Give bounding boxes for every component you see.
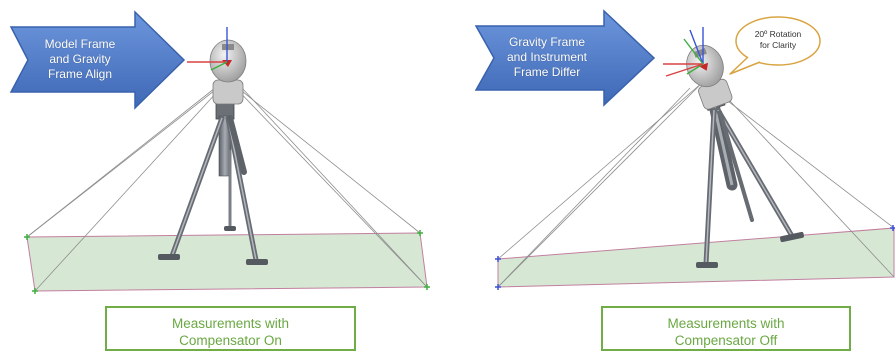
caption-line: Compensator On — [179, 333, 282, 348]
rotation-note-text: 20º Rotation for Clarity — [740, 29, 816, 51]
right-panel — [474, 9, 895, 290]
rotation-note-bubble — [729, 16, 821, 75]
bubble-line: for Clarity — [759, 40, 797, 50]
axis-triad-icon — [663, 27, 704, 77]
arrow-label-line: Frame Align — [47, 67, 113, 81]
right-corner-markers — [495, 225, 895, 290]
arrow-label-line: and Gravity — [49, 52, 111, 66]
right-sight-lines — [497, 81, 895, 288]
left-corner-markers — [24, 230, 430, 294]
arrow-label-line: Frame Differ — [513, 65, 581, 79]
model-frame-arrow — [9, 10, 186, 110]
compensator-on-caption: Measurements with Compensator On — [105, 306, 356, 351]
model-frame-arrow-label: Model Frame and Gravity Frame Align — [30, 37, 130, 82]
tripod-icon — [158, 102, 268, 265]
compensator-off-caption: Measurements with Compensator Off — [601, 306, 851, 351]
caption-line: Compensator Off — [674, 333, 778, 348]
right-ground-plane — [497, 227, 895, 288]
bubble-line: 20º Rotation — [754, 29, 802, 39]
caption-line: Measurements with — [171, 316, 290, 331]
arrow-label-line: Gravity Frame — [508, 35, 585, 49]
left-ground-plane — [26, 232, 428, 292]
gravity-frame-arrow-label: Gravity Frame and Instrument Frame Diffe… — [495, 35, 599, 80]
laser-tracker-icon — [686, 44, 733, 110]
axis-triad-icon — [187, 27, 228, 71]
laser-tracker-icon — [209, 39, 247, 105]
gravity-frame-arrow — [474, 9, 656, 107]
arrow-label-line: and Instrument — [506, 50, 588, 64]
caption-line: Measurements with — [667, 316, 785, 331]
left-panel — [9, 10, 430, 294]
left-sight-lines — [26, 79, 428, 292]
arrow-label-line: Model Frame — [44, 37, 116, 51]
